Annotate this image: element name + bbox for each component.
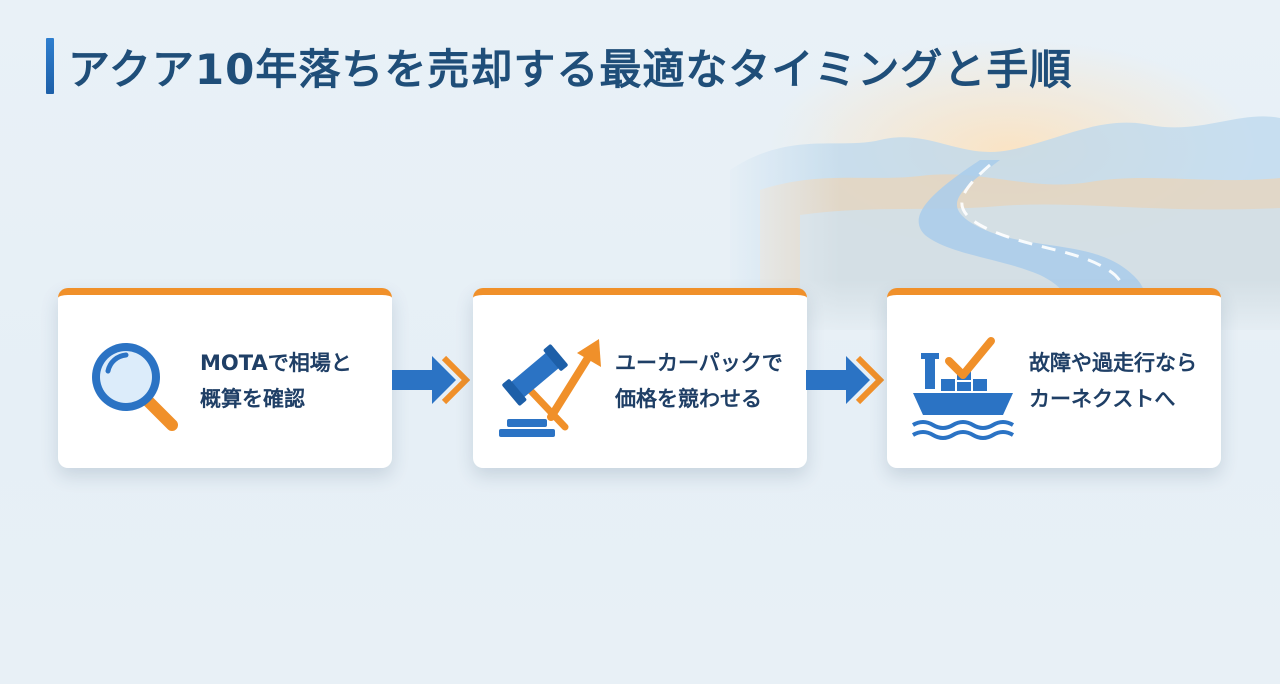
gavel-uptrend-icon [499,339,601,437]
step-text-line-2: 価格を競わせる [615,387,762,411]
flow-arrow-icon [392,355,470,405]
step-card-ucarpac: ユーカーパックで 価格を競わせる [473,288,807,468]
page-header: アクア10年落ちを売却する最適なタイミングと手順 [46,34,1072,98]
step-text-line-1: ユーカーパックで [615,351,783,375]
cargo-ship-check-icon [911,337,1015,440]
flow-arrow-icon [806,355,884,405]
step-text: 故障や過走行なら カーネクストへ [1029,345,1214,417]
step-card-carnext: 故障や過走行なら カーネクストへ [887,288,1221,468]
title-accent-bar [46,38,54,94]
step-text: ユーカーパックで 価格を競わせる [615,345,800,417]
step-text-line-2: 概算を確認 [200,387,305,411]
magnifying-glass-icon [92,343,178,431]
step-text-line-1: 故障や過走行なら [1029,351,1197,375]
step-text: MOTAで相場と 概算を確認 [200,345,385,417]
step-text-line-2: カーネクストへ [1029,387,1176,411]
step-text-line-1: MOTAで相場と [200,351,352,375]
step-card-mota: MOTAで相場と 概算を確認 [58,288,392,468]
page-title: アクア10年落ちを売却する最適なタイミングと手順 [68,44,1073,94]
